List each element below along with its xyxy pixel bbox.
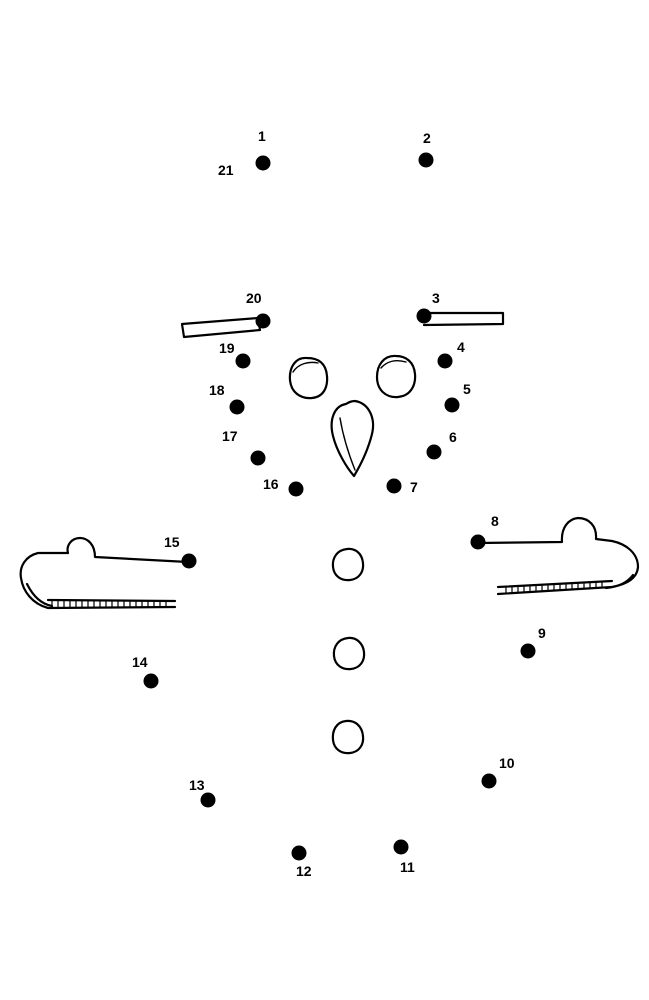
dot-10 [481, 773, 497, 789]
button-icon [331, 547, 365, 582]
dot-20 [255, 313, 271, 329]
button-icon [332, 636, 366, 671]
right-arm-hatching [505, 581, 603, 594]
dot-9 [520, 643, 536, 659]
dot-label: 2 [423, 130, 431, 146]
dot-label: 12 [296, 863, 312, 879]
carrot-nose-icon [330, 399, 375, 478]
dot-17 [250, 450, 266, 466]
dot-13 [200, 792, 216, 808]
dot-4 [437, 353, 453, 369]
dot-14 [143, 673, 159, 689]
dot-18 [229, 399, 245, 415]
dot-11 [393, 839, 409, 855]
dot-label: 3 [432, 290, 440, 306]
dot-label: 9 [538, 625, 546, 641]
dot-1 [255, 155, 271, 171]
dot-3 [416, 308, 432, 324]
dot-label: 7 [410, 479, 418, 495]
dot-8 [470, 534, 486, 550]
right-arm-icon [476, 516, 640, 596]
dot-16 [288, 481, 304, 497]
dot-label: 8 [491, 513, 499, 529]
dot-19 [235, 353, 251, 369]
dot-label: 5 [463, 381, 471, 397]
dot-label: 20 [246, 290, 262, 306]
dot-12 [291, 845, 307, 861]
dots [143, 152, 536, 861]
dot-label: 13 [189, 777, 205, 793]
dot-label: 21 [218, 162, 234, 178]
button-icon [331, 719, 365, 755]
dot-label: 15 [164, 534, 180, 550]
dot-label: 17 [222, 428, 238, 444]
right-eye-icon [375, 354, 417, 399]
dot-label: 1 [258, 128, 266, 144]
left-brim-icon [180, 316, 262, 339]
dot-5 [444, 397, 460, 413]
right-brim-icon [422, 311, 505, 327]
dot-label: 16 [263, 476, 279, 492]
dot-2 [418, 152, 434, 168]
dot-label: 19 [219, 340, 235, 356]
dot-6 [426, 444, 442, 460]
dot-label: 6 [449, 429, 457, 445]
dot-labels: 1 21 2 3 4 5 6 7 8 9 10 11 12 13 14 15 1… [132, 128, 546, 879]
left-arm-icon [19, 536, 190, 610]
dot-label: 14 [132, 654, 148, 670]
dot-label: 11 [400, 859, 415, 875]
dot-15 [181, 553, 197, 569]
dot-label: 10 [499, 755, 515, 771]
left-arm-hatching [51, 601, 167, 608]
dot-label: 18 [209, 382, 225, 398]
left-eye-icon [288, 356, 329, 400]
dot-7 [386, 478, 402, 494]
dot-label: 4 [457, 339, 465, 355]
